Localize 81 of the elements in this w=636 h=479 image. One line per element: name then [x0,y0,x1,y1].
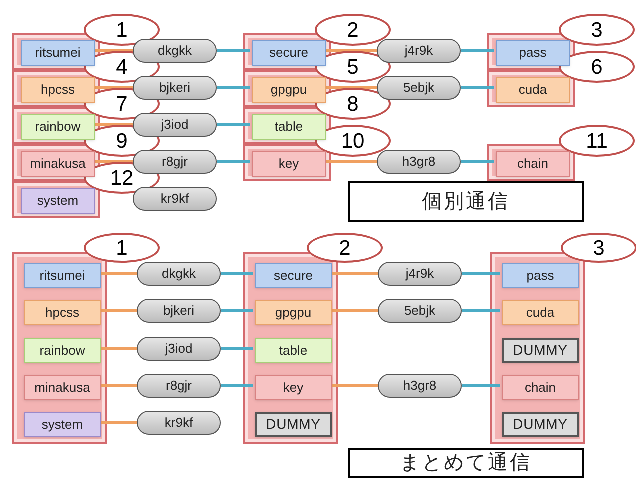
data-box: table [255,338,332,363]
connector-line [221,309,253,312]
callout-number: 6 [559,51,635,83]
data-box: key [255,375,332,400]
callout-number: 2 [315,14,391,46]
data-box: key [252,151,326,177]
connector-line [330,309,378,312]
connector-line [461,160,494,164]
key-pill: bjkeri [137,298,221,322]
data-box: secure [252,40,326,66]
data-box: ritsumei [24,263,101,288]
caption-box: 個別通信 [348,181,584,222]
data-box: pass [502,263,579,288]
key-pill: r8gjr [137,374,221,398]
connector-line [93,124,133,126]
data-box: pass [496,40,570,66]
key-pill: kr9kf [137,410,221,434]
connector-line [99,347,137,350]
key-pill: 5ebjk [377,76,461,100]
data-box: minakusa [21,151,95,177]
data-box: cuda [502,300,579,325]
dummy-box: DUMMY [255,412,332,437]
connector-line [324,86,377,90]
data-box: chain [502,375,579,400]
connector-line [93,86,133,90]
data-box: rainbow [24,338,101,363]
data-box: minakusa [24,375,101,400]
key-pill: h3gr8 [378,374,462,398]
connector-line [93,160,133,164]
data-box: gpgpu [252,77,326,103]
connector-line [324,50,377,52]
key-pill: bjkeri [133,76,217,100]
connector-line [221,272,253,275]
key-pill: j4r9k [377,39,461,63]
data-box: hpcss [21,77,95,103]
callout-number: 11 [559,125,635,157]
connector-line [99,309,137,312]
callout-number: 1 [84,233,160,263]
connector-line [324,160,377,164]
dummy-box: DUMMY [502,338,579,363]
connector-line [221,347,253,350]
key-pill: r8gjr [133,150,217,174]
connector-line [462,384,500,387]
data-box: system [24,412,101,437]
connector-line [330,384,378,387]
connector-line [462,309,500,312]
key-pill: j4r9k [378,262,462,286]
callout-number: 2 [307,233,383,263]
data-box: gpgpu [255,300,332,325]
caption-box: まとめて通信 [348,448,584,478]
data-box: table [252,114,326,140]
data-box: hpcss [24,300,101,325]
callout-number: 3 [559,14,635,46]
key-pill: dkgkk [137,262,221,286]
data-box: rainbow [21,114,95,140]
key-pill: h3gr8 [377,150,461,174]
connector-line [330,272,378,275]
connector-line [217,86,250,90]
connector-line [221,384,253,387]
connector-line [461,50,494,52]
key-pill: j3iod [137,336,221,360]
data-box: ritsumei [21,40,95,66]
connector-line [217,160,250,164]
dummy-box: DUMMY [502,412,579,437]
data-box: cuda [496,77,570,103]
data-box: system [21,188,95,214]
key-pill: 5ebjk [378,298,462,322]
connector-line [99,421,137,424]
key-pill: kr9kf [133,187,217,211]
key-pill: j3iod [133,113,217,137]
connector-line [217,50,250,52]
connector-line [461,86,494,90]
data-box: chain [496,151,570,177]
data-box: secure [255,263,332,288]
connector-line [93,50,133,52]
connector-line [217,124,250,126]
key-pill: dkgkk [133,39,217,63]
callout-number: 3 [561,233,636,263]
connector-line [462,272,500,275]
connector-line [99,384,137,387]
connector-line [99,272,137,275]
